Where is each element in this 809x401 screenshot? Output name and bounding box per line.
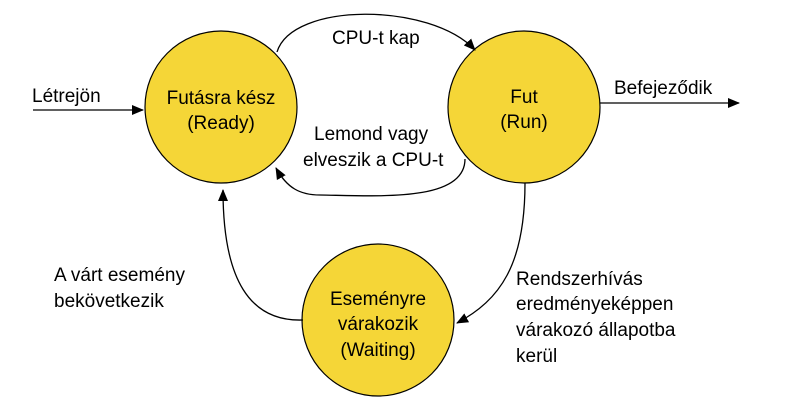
transition-wait-label-2: eredményeképpen [516,294,673,315]
transition-wait-label-3: várakozó állapotba [516,320,676,341]
state-run-label: Fut [510,87,538,108]
arrow-dispatch [276,13,476,53]
state-run-sublabel: (Run) [500,112,548,133]
state-ready-circle [144,30,298,184]
arrow-preempt [275,158,466,197]
transition-created-label: Létrejön [32,86,101,107]
transition-preempt-label: Lemond vagy [314,124,429,145]
transition-event-occurs-label: A várt esemény [54,265,185,286]
state-waiting-label: Eseményre [330,289,426,310]
transition-event-occurs-label-2: bekövetkezik [54,291,164,312]
transition-dispatch-label: CPU-t kap [332,28,420,49]
state-waiting-sublabel: (Waiting) [340,340,415,361]
transition-terminates-label: Befejeződik [614,78,713,99]
transition-wait-label-4: kerül [516,346,557,367]
transition-wait-label: Rendszerhívás [516,269,643,290]
state-run-circle [447,30,601,184]
state-waiting-label-2: várakozik [338,314,419,335]
transition-preempt-label-2: elveszik a CPU-t [303,150,444,171]
state-ready-label: Futásra kész [167,88,276,109]
state-ready-sublabel: (Ready) [187,113,255,134]
arrow-wait [456,182,526,324]
arrow-event-occurs [218,189,304,321]
